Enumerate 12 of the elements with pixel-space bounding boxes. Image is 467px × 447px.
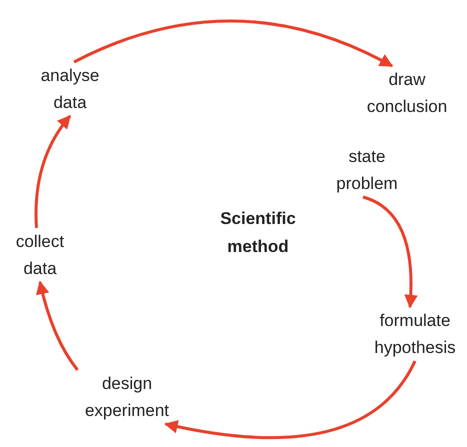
step-label: analyse data [30, 62, 110, 116]
curved-arrow [164, 360, 416, 439]
curved-arrow [73, 20, 394, 68]
step-label: collect data [5, 228, 75, 282]
step-label: state problem [327, 143, 407, 197]
diagram-title: Scientific method [219, 208, 297, 258]
curved-arrow [36, 280, 79, 371]
curved-arrow [34, 114, 72, 228]
step-label: design experiment [72, 370, 182, 424]
step-label: draw conclusion [357, 66, 457, 120]
curved-arrow [362, 196, 418, 308]
step-label: formulate hypothesis [365, 307, 465, 361]
